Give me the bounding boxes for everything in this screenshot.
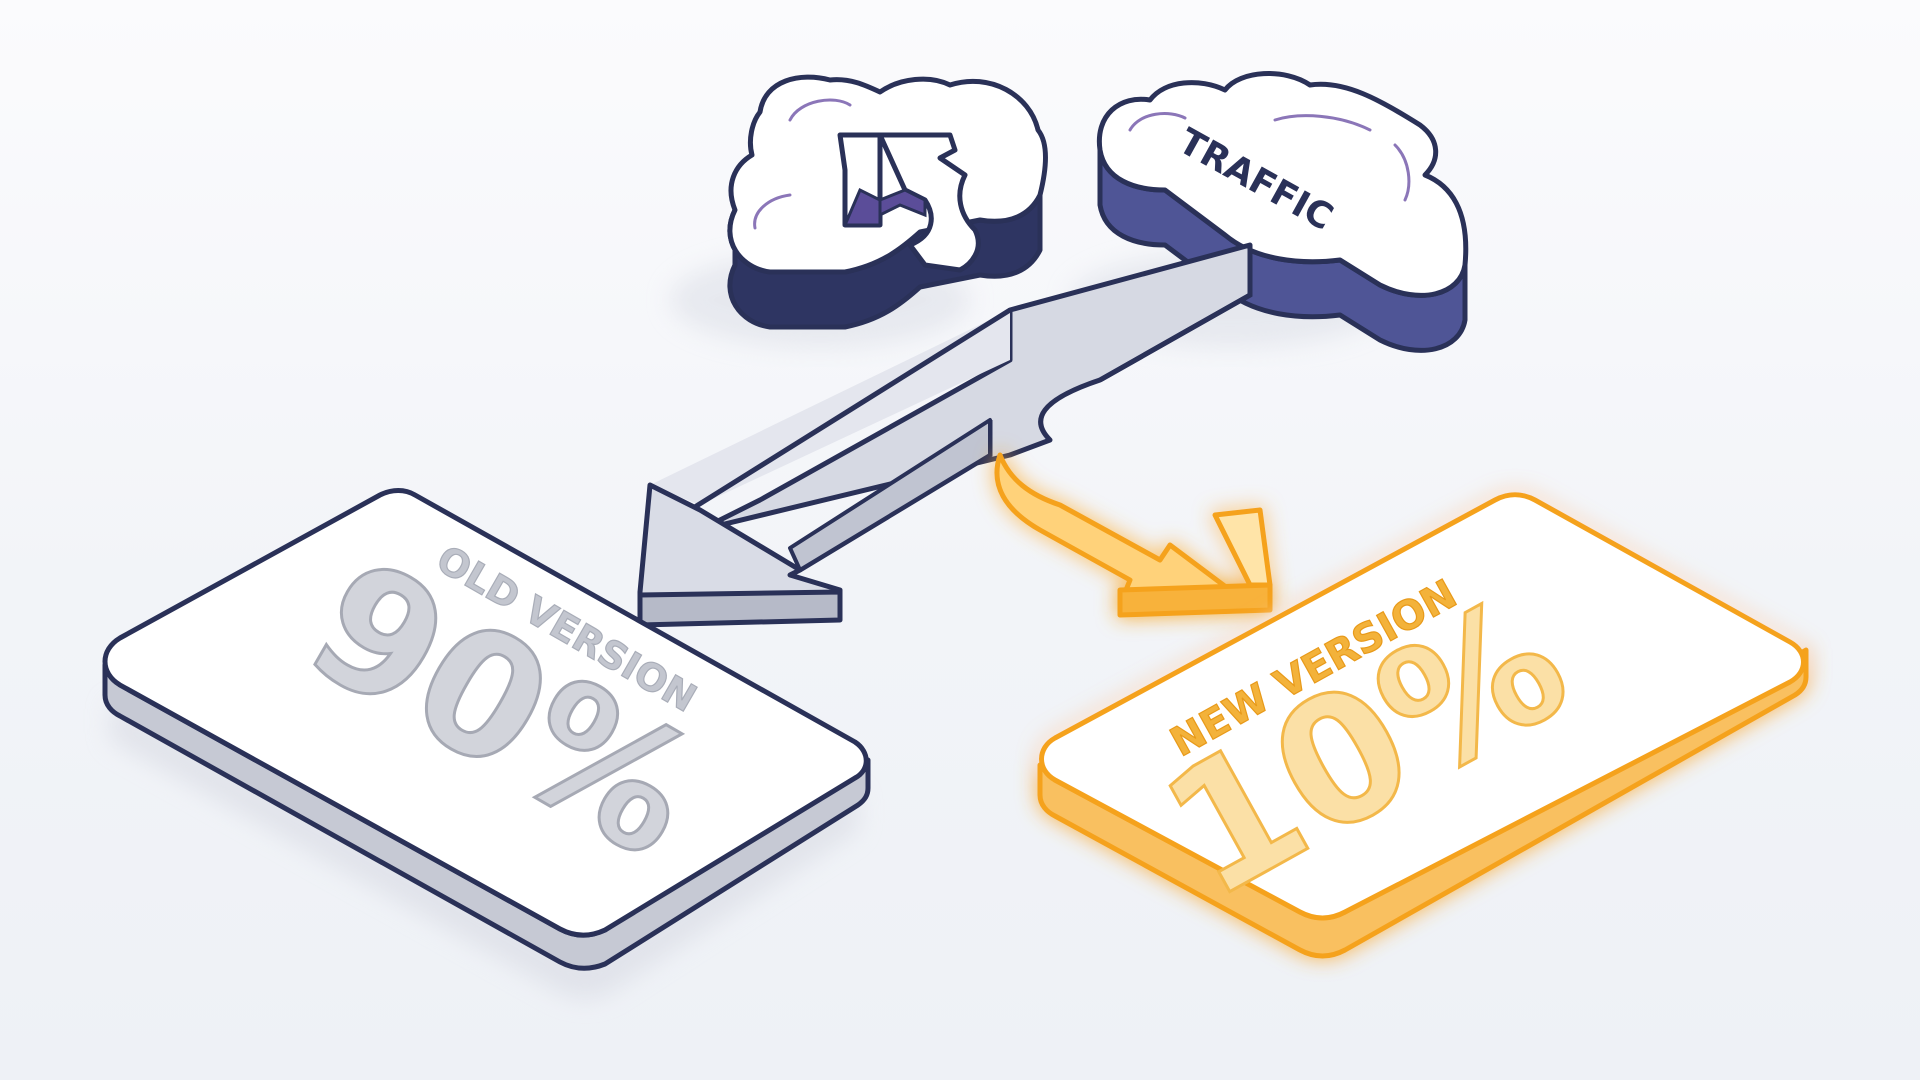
new-version-card [1037, 492, 1809, 959]
redirect-arrow-icon [837, 132, 981, 273]
new-version-arrow [994, 452, 1273, 618]
old-version-card [102, 488, 871, 999]
split-arrow-icon [637, 242, 1253, 628]
